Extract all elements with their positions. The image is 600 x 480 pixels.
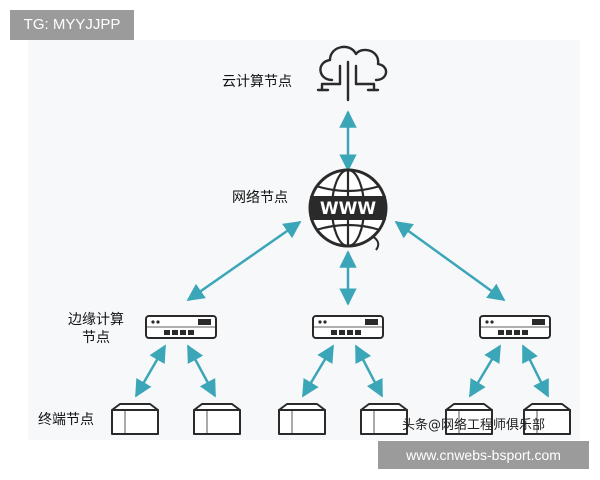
cloud-node-label: 云计算节点	[222, 74, 292, 90]
terminal-node-label: 终端节点	[38, 412, 94, 428]
arrow-edge1-terminal2	[186, 344, 217, 398]
globe-label: WWW	[320, 199, 377, 219]
edge-node-label-line2: 节点	[82, 330, 110, 346]
bottom-url-banner: www.cnwebs-bsport.com	[378, 441, 589, 469]
terminal-device-5	[445, 403, 493, 435]
arrow-edge1-terminal1	[134, 344, 167, 398]
cloud-icon	[316, 45, 388, 102]
edge-router-left	[145, 315, 217, 339]
arrow-network-edge-left	[186, 220, 302, 302]
terminal-device-1	[111, 403, 159, 435]
source-watermark: 头条@网络工程师俱乐部	[402, 418, 546, 433]
terminal-device-3	[278, 403, 326, 435]
terminal-device-4	[360, 403, 408, 435]
globe-www-icon: WWW	[308, 168, 388, 251]
connection-arrows	[134, 110, 550, 398]
edge-router-middle	[312, 315, 384, 339]
terminal-device-2	[193, 403, 241, 435]
arrow-edge3-terminal5	[468, 344, 502, 398]
arrow-edge3-terminal6	[521, 344, 550, 398]
edge-node-label-line1: 边缘计算	[68, 312, 124, 328]
edge-router-right	[479, 315, 551, 339]
top-left-tag: TG: MYYJJPP	[10, 10, 134, 40]
arrow-edge2-terminal4	[354, 344, 384, 398]
arrow-edge2-terminal3	[301, 344, 335, 398]
network-node-label: 网络节点	[232, 190, 288, 206]
arrow-network-edge-right	[394, 220, 506, 302]
terminal-device-6	[523, 403, 571, 435]
